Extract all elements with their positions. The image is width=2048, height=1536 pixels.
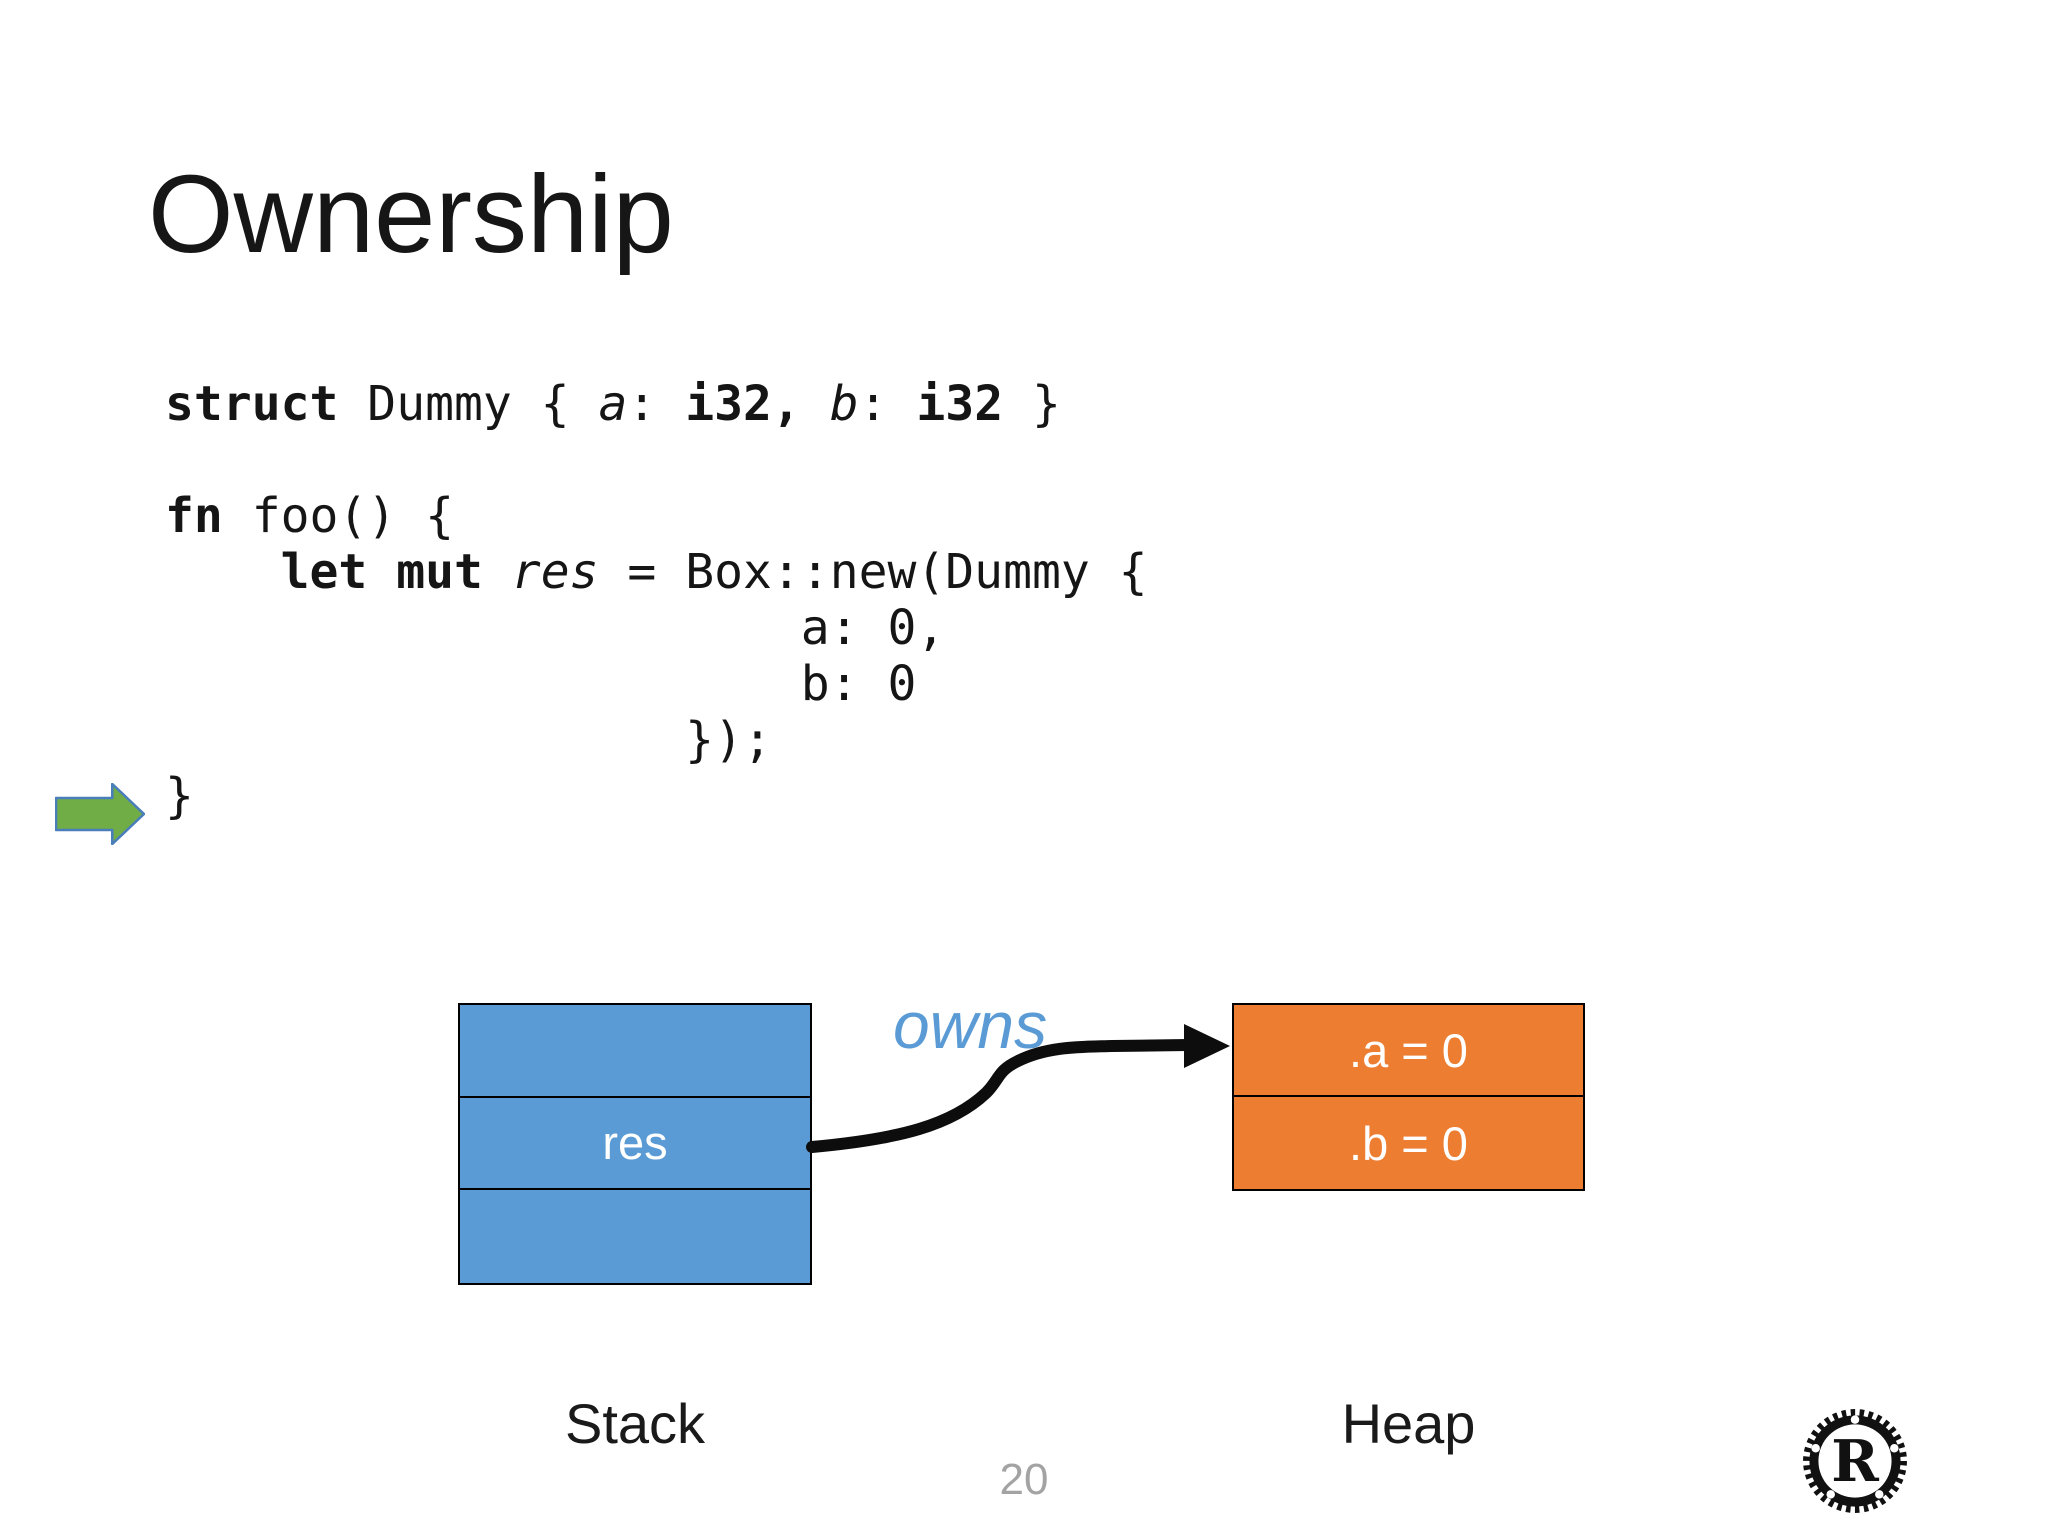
code-line: fn foo() { [165,488,454,544]
stack-box: res [458,1003,812,1285]
code-line: a: 0, [165,600,946,656]
heap-label: Heap [1341,1392,1476,1455]
code-block: struct Dummy { a: i32, b: i32 } fn foo()… [165,376,1148,824]
page-number: 20 [999,1455,1049,1504]
code-line: } [165,768,194,824]
owns-arrow-icon [806,1024,1230,1153]
code-line: let mut res = Box::new(Dummy { [280,544,1148,600]
code-line: }); [165,712,772,768]
execution-pointer-arrow-icon [55,783,145,845]
rust-logo-icon: R [1803,1409,1907,1513]
stack-cell-empty-top [460,1005,810,1098]
owns-label: owns [893,988,1048,1062]
stack-cell-empty-bottom [460,1190,810,1283]
code-line [165,432,1148,488]
code-line: struct Dummy { a: i32, b: i32 } [165,376,1061,432]
slide-title: Ownership [148,153,674,276]
stack-label: Stack [564,1392,706,1455]
heap-cell-b: .b = 0 [1349,1116,1468,1170]
svg-text:R: R [1831,1428,1879,1495]
stack-cell-res: res [460,1098,810,1191]
heap-box: .a = 0 .b = 0 [1232,1003,1585,1191]
heap-cell-a: .a = 0 [1234,1005,1583,1097]
code-line: b: 0 [165,656,917,712]
